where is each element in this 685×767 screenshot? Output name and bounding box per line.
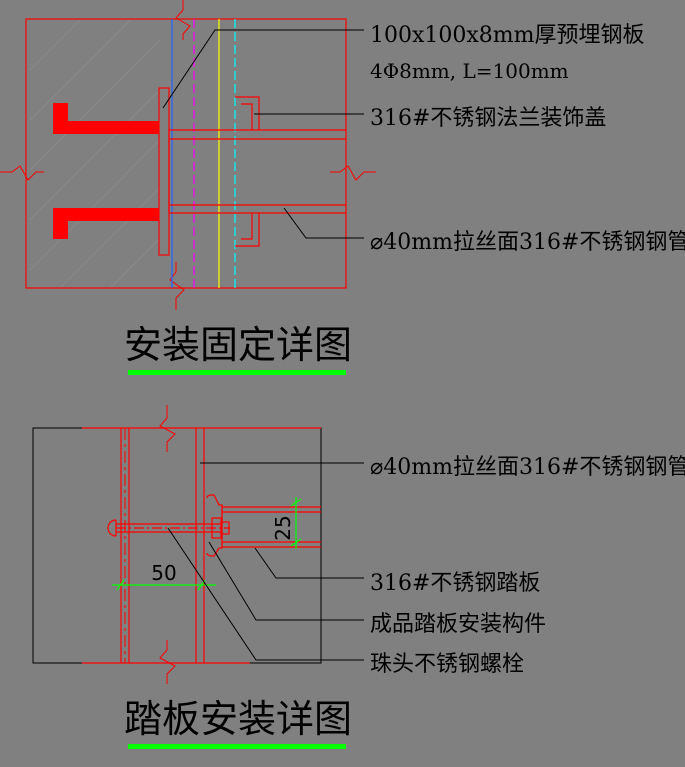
flange-decorative-cover: [235, 96, 260, 247]
dimension-vertical-25: [290, 497, 302, 549]
label-bead-head-bolt: 珠头不锈钢螺栓: [370, 652, 524, 677]
break-line-top-2: [159, 405, 176, 452]
dimension-label-50: 50: [151, 561, 176, 585]
label-mounting-fitting: 成品踏板安装构件: [370, 612, 546, 637]
stainless-pipe: [168, 129, 346, 214]
label-pipe-detail1: ⌀40mm拉丝面316#不锈钢钢管: [370, 230, 685, 255]
title-step-installation: 踏板安装详图: [124, 697, 352, 741]
label-flange-cover: 316#不锈钢法兰装饰盖: [370, 106, 606, 131]
detail-installation-fixing: 100x100x8mm厚预埋钢板 4Φ8mm, L=100mm 316#不锈钢法…: [0, 0, 685, 375]
dimension-label-25: 25: [271, 515, 295, 540]
detail-step-installation: 25 50 ⌀40mm拉丝面316#不锈钢钢管 316#不锈钢踏板 成品踏板安装…: [32, 405, 685, 749]
break-line-bottom: [169, 262, 185, 310]
break-line-top: [175, 0, 191, 40]
vertical-pipes: [120, 428, 205, 663]
label-step-plate: 316#不锈钢踏板: [370, 571, 540, 596]
anchor-bar-upper: [53, 103, 159, 134]
step-mounting-fitting: [206, 494, 223, 557]
label-pipe-detail2: ⌀40mm拉丝面316#不锈钢钢管: [370, 455, 685, 480]
label-anchor-bars: 4Φ8mm, L=100mm: [370, 59, 569, 83]
detail1-leaders: [162, 29, 364, 239]
title-underline-2: [128, 744, 346, 749]
anchor-bar-lower: [53, 208, 159, 239]
embedded-steel-plate: [158, 87, 170, 256]
stainless-step-plate: [222, 506, 321, 548]
break-line-bottom-2: [159, 640, 176, 684]
label-embedded-plate: 100x100x8mm厚预埋钢板: [370, 23, 645, 48]
detail2-leaders: [167, 462, 364, 661]
break-line-right: [330, 165, 376, 181]
bead-head-bolt: [107, 517, 230, 539]
wall-hatch: [29, 19, 161, 289]
title-installation-fixing: 安装固定详图: [124, 323, 352, 367]
title-underline-1: [128, 370, 346, 375]
break-line-left: [0, 165, 44, 181]
wall-section-frame: [25, 18, 347, 289]
